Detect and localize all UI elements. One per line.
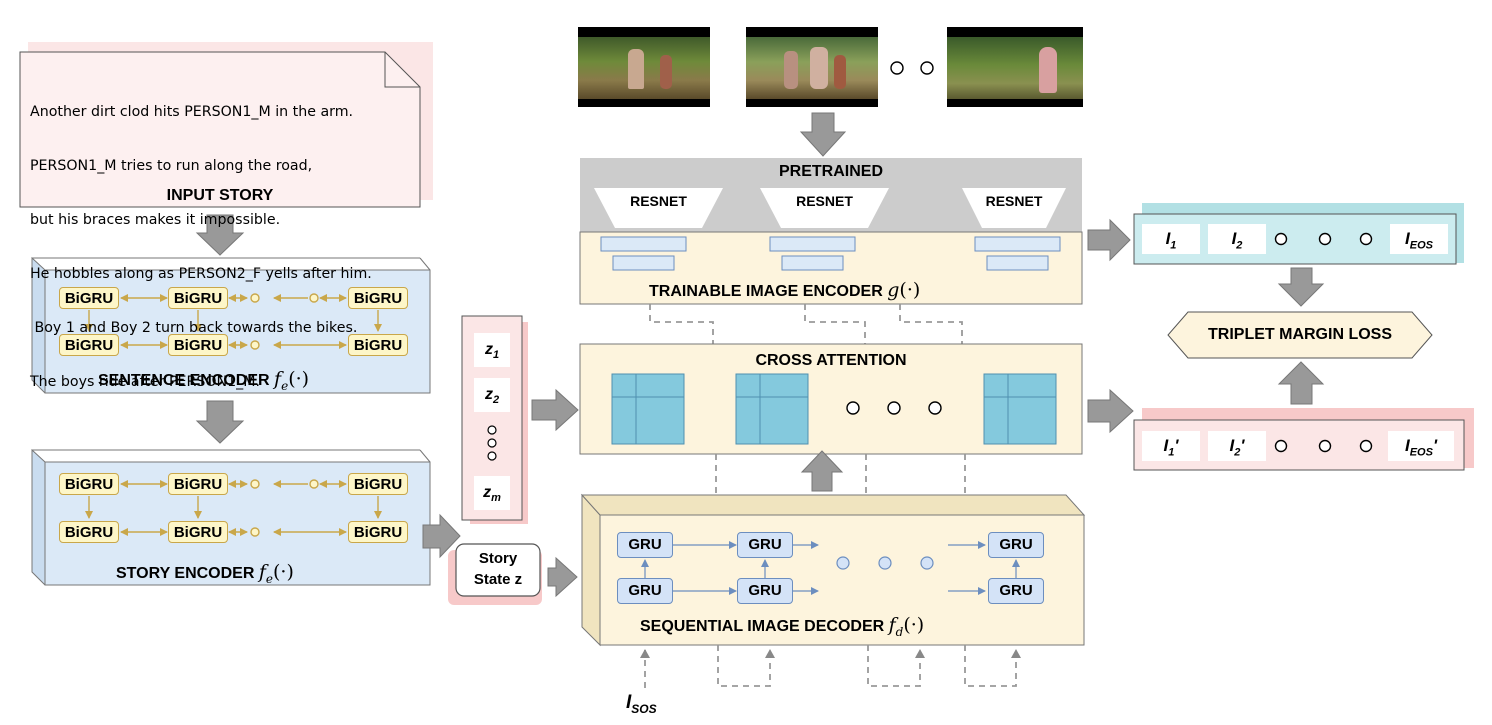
sentence-encoder-label: SENTENCE ENCODER fe(·) bbox=[98, 368, 310, 393]
input-story-note bbox=[19, 42, 433, 208]
story-encoder-links bbox=[85, 479, 382, 537]
decoder-ellipsis-dot bbox=[920, 556, 934, 570]
bigru-unit: BiGRU bbox=[348, 287, 408, 309]
arrow-sentence-to-story bbox=[195, 400, 245, 444]
decoder-links bbox=[641, 541, 1020, 595]
dashed-feedback-loops bbox=[640, 645, 1021, 688]
pretrained-label: PRETRAINED bbox=[778, 163, 883, 180]
frames-ellipsis-dot bbox=[890, 61, 904, 75]
arrow-encoder-to-output bbox=[1087, 218, 1131, 262]
story-encoder-label: STORY ENCODER fe(·) bbox=[116, 561, 294, 586]
arrow-z-to-attention bbox=[531, 388, 579, 432]
bigru-unit: BiGRU bbox=[59, 473, 119, 495]
z1-cell: z1 bbox=[474, 333, 510, 367]
output-i1: I1 bbox=[1142, 224, 1200, 254]
dashed-connectors-top bbox=[649, 304, 963, 344]
zm-cell: zm bbox=[474, 476, 510, 510]
arrow-bottom-to-loss bbox=[1277, 361, 1325, 405]
resnet-label: RESNET bbox=[796, 193, 853, 209]
arrow-state-to-decoder bbox=[547, 556, 578, 598]
gru-unit: GRU bbox=[988, 578, 1044, 604]
gru-unit: GRU bbox=[988, 532, 1044, 558]
arrow-story-to-sentence bbox=[195, 214, 245, 256]
attention-cell bbox=[611, 373, 685, 445]
story-state-box bbox=[448, 543, 542, 605]
bigru-unit: BiGRU bbox=[59, 521, 119, 543]
attention-ellipsis-dot bbox=[846, 401, 860, 415]
decoder-fn: fd(·) bbox=[888, 614, 925, 639]
story-line: Boy 1 and Boy 2 turn back towards the bi… bbox=[30, 320, 358, 336]
bigru-unit: BiGRU bbox=[168, 521, 228, 543]
attention-cell bbox=[735, 373, 809, 445]
frames-ellipsis-dot bbox=[920, 61, 934, 75]
sos-token-label: ISOS bbox=[626, 692, 657, 716]
story-state-label: Story State z bbox=[473, 550, 523, 588]
bigru-unit: BiGRU bbox=[348, 521, 408, 543]
output-ieos: IEOS bbox=[1390, 224, 1448, 254]
story-line: but his braces makes it impossible. bbox=[30, 212, 281, 228]
attention-ellipsis-dot bbox=[887, 401, 901, 415]
resnet-label: RESNET bbox=[630, 193, 687, 209]
decoder-ellipsis-dot bbox=[878, 556, 892, 570]
bigru-unit: BiGRU bbox=[348, 473, 408, 495]
attention-ellipsis-dot bbox=[928, 401, 942, 415]
decoder-ellipsis-dot bbox=[836, 556, 850, 570]
attention-cell bbox=[983, 373, 1057, 445]
image-encoder-label: TRAINABLE IMAGE ENCODER g(·) bbox=[649, 279, 921, 301]
bigru-unit: BiGRU bbox=[59, 334, 119, 356]
story-line: Another dirt clod hits PERSON1_M in the … bbox=[30, 104, 354, 120]
story-line: PERSON1_M tries to run along the road, bbox=[30, 158, 313, 174]
gru-unit: GRU bbox=[737, 578, 793, 604]
story-encoder-fn: fe(·) bbox=[258, 561, 294, 586]
loss-hexagon bbox=[1167, 311, 1433, 359]
arrow-top-to-loss bbox=[1277, 267, 1325, 307]
bigru-unit: BiGRU bbox=[168, 287, 228, 309]
arrow-encoder-to-state bbox=[422, 513, 461, 559]
video-frame-3 bbox=[947, 27, 1083, 107]
output-i1-prime: I1' bbox=[1142, 431, 1200, 461]
z2-cell: z2 bbox=[474, 378, 510, 412]
bigru-unit: BiGRU bbox=[348, 334, 408, 356]
input-story-text: Another dirt clod hits PERSON1_M in the … bbox=[30, 67, 372, 409]
gru-unit: GRU bbox=[737, 532, 793, 558]
arrow-attention-to-output bbox=[1087, 388, 1134, 434]
resnet-trapezoid bbox=[760, 188, 889, 228]
bigru-unit: BiGRU bbox=[168, 334, 228, 356]
story-line: The boys ride after PERSON1_M. bbox=[30, 374, 261, 390]
sentence-encoder-fn: fe(·) bbox=[274, 368, 310, 393]
dashed-connectors-mid bbox=[715, 454, 966, 495]
video-frame-1 bbox=[578, 27, 710, 107]
arrow-frames-to-resnet bbox=[799, 112, 847, 157]
sentence-encoder-links bbox=[85, 293, 382, 350]
resnet-trapezoid bbox=[962, 188, 1066, 228]
image-encoder-fn: g(·) bbox=[887, 279, 921, 301]
gru-unit: GRU bbox=[617, 532, 673, 558]
output-ieos-prime: IEOS' bbox=[1388, 431, 1454, 461]
input-story-label: INPUT STORY bbox=[166, 187, 274, 204]
bigru-unit: BiGRU bbox=[59, 287, 119, 309]
gru-unit: GRU bbox=[617, 578, 673, 604]
resnet-trapezoid bbox=[594, 188, 723, 228]
video-frame-2 bbox=[746, 27, 878, 107]
cross-attention-label: CROSS ATTENTION bbox=[755, 352, 907, 369]
output-i2: I2 bbox=[1208, 224, 1266, 254]
story-line: He hobbles along as PERSON2_F yells afte… bbox=[30, 266, 372, 282]
resnet-label: RESNET bbox=[985, 193, 1043, 209]
loss-label: TRIPLET MARGIN LOSS bbox=[1208, 326, 1392, 343]
arrow-decoder-to-attention bbox=[800, 450, 844, 492]
decoder-label: SEQUENTIAL IMAGE DECODER fd(·) bbox=[640, 614, 925, 639]
bigru-unit: BiGRU bbox=[168, 473, 228, 495]
output-i2-prime: I2' bbox=[1208, 431, 1266, 461]
